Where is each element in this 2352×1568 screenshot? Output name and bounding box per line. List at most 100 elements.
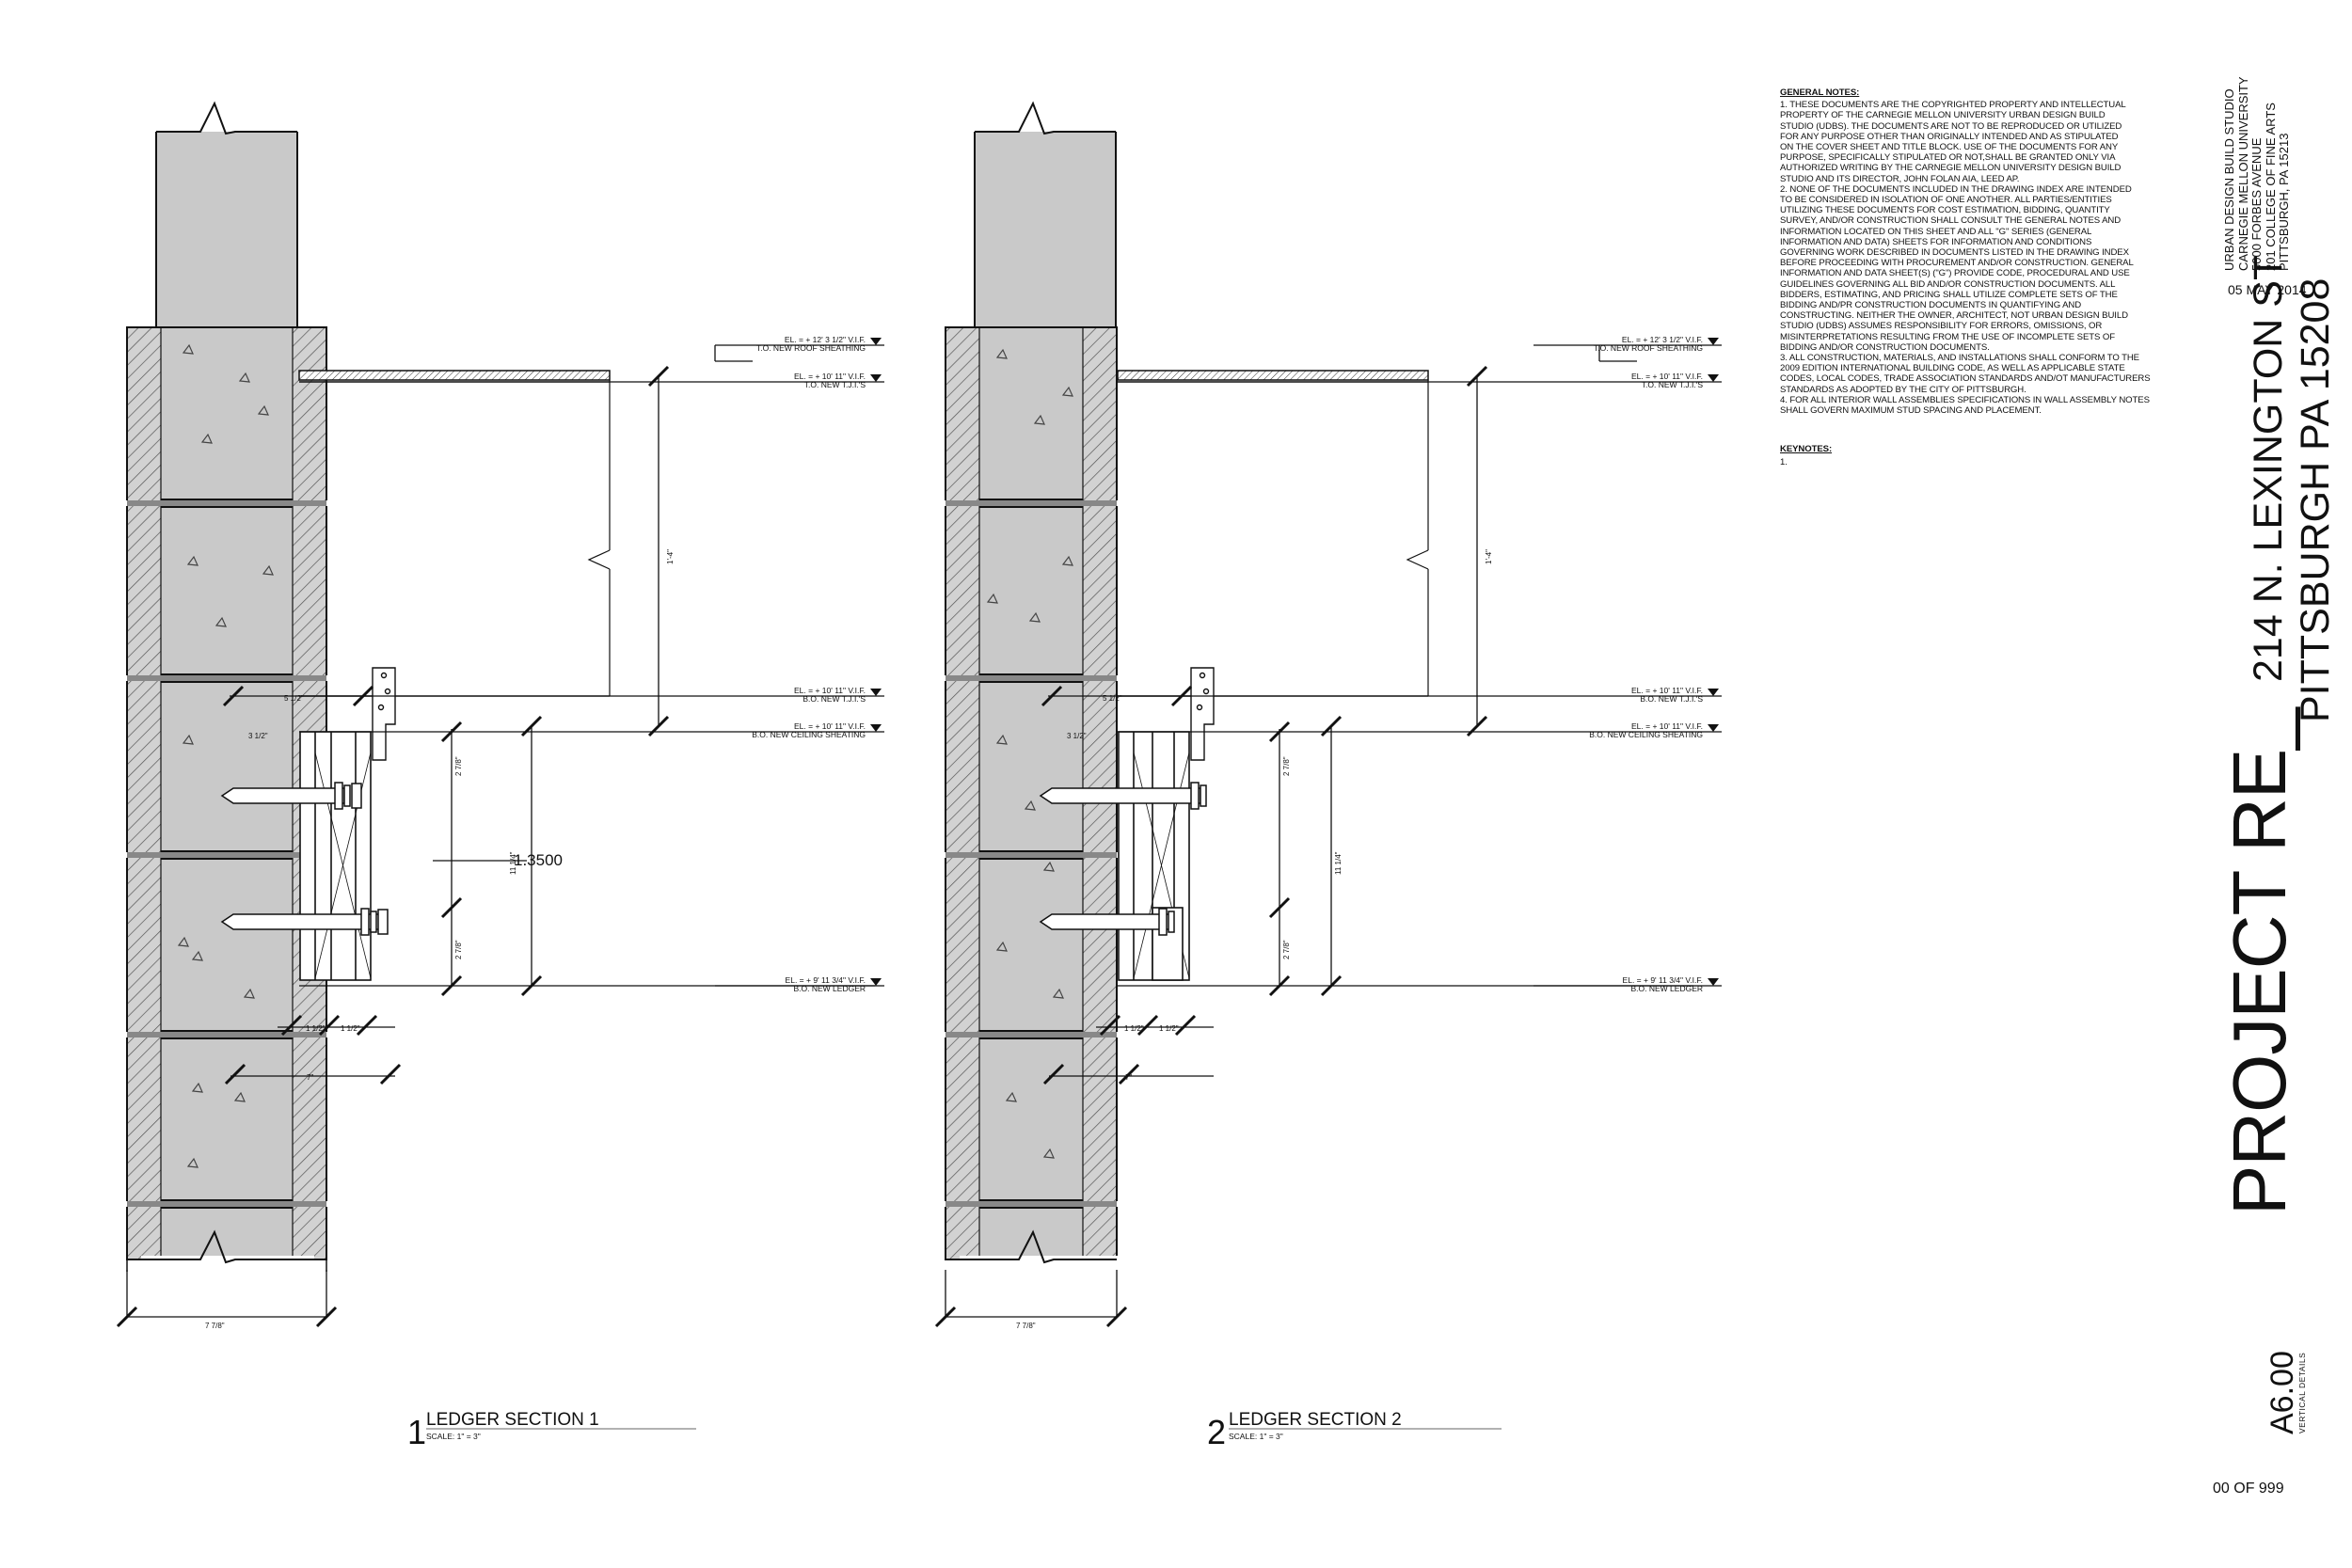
elevation-label: EL. = + 10' 11" V.I.F. (794, 721, 866, 731)
general-note-line: 1. THESE DOCUMENTS ARE THE COPYRIGHTED P… (1780, 100, 2126, 111)
general-note-line: GOVERNING WORK DESCRIBED IN DOCUMENTS LI… (1780, 247, 2129, 259)
dimension-label: 1'-4" (666, 549, 675, 564)
general-note-line: SURVEY, AND/OR CONSTRUCTION SHALL CONSUL… (1780, 215, 2122, 227)
general-note-line: INFORMATION AND DATA) SHEETS FOR INFORMA… (1780, 236, 2092, 247)
elevation-label: T.O. NEW ROOF SHEATHING (756, 343, 866, 353)
dimension-label: 7" (307, 1073, 313, 1082)
section-scale: SCALE: 1" = 3" (426, 1432, 481, 1441)
dimension-label: 7 7/8" (1016, 1322, 1036, 1330)
dimension-label: 1'-4" (1485, 549, 1493, 564)
dimension-label: 1 1/2" (1124, 1024, 1144, 1033)
dimension-label: 2 7/8" (454, 756, 463, 776)
studio-line: 201 COLLEGE OF FINE ARTS (2263, 103, 2278, 271)
joist-hanger (1190, 667, 1215, 761)
dimension-label: 7 7/8" (205, 1322, 225, 1330)
dimension-callout: 1.3500 (514, 851, 563, 869)
elevation-markers (1708, 338, 1719, 986)
dimension-label: 7" (1125, 1073, 1132, 1082)
dimension-label: 2 7/8" (1282, 940, 1291, 959)
general-note-line: INFORMATION AND DATA SHEET(S) ("G") PROV… (1780, 268, 2130, 279)
elevation-label: B.O. NEW T.J.I.'S (803, 694, 866, 704)
section-number: 2 (1207, 1413, 1226, 1451)
cmu-wall (945, 326, 1118, 1260)
general-note-line: BEFORE PROCEEDING WITH PROCUREMENT AND/O… (1780, 258, 2134, 269)
elevation-label: EL. = + 10' 11" V.I.F. (1631, 372, 1703, 381)
ledger-boards (299, 731, 372, 981)
section-1-elevation-labels: EL. = + 12' 3 1/2" V.I.F. T.O. NEW ROOF … (752, 335, 866, 993)
elevation-label: T.O. NEW T.J.I.'S (1642, 380, 1704, 389)
general-note-line: FOR ANY PURPOSE OTHER THAN ORIGINALLY IN… (1780, 131, 2119, 142)
project-address-line2: PITTSBURGH PA 15208 (2293, 277, 2338, 722)
general-note-line: CONSTRUCTING. NEITHER THE OWNER, ARCHITE… (1780, 310, 2128, 322)
general-note-line: BIDDERS, ESTIMATING, AND PRICING SHALL U… (1780, 289, 2118, 300)
general-note-line: STUDIO (UDBS) ASSUMES RESPONSIBILITY FOR… (1780, 321, 2103, 332)
elevation-markers (870, 338, 882, 986)
dimension-label: 2 7/8" (454, 940, 463, 959)
anchor-bolts (220, 782, 389, 936)
elevation-label: EL. = + 10' 11" V.I.F. (794, 686, 866, 695)
general-note-line: PROPERTY OF THE CARNEGIE MELLON UNIVERSI… (1780, 110, 2106, 121)
dimension-label: 2 7/8" (1282, 756, 1291, 776)
general-note-line: GUIDELINES GOVERNING ALL BID AND/OR CONS… (1780, 278, 2116, 290)
elevation-label: B.O. NEW T.J.I.'S (1640, 694, 1703, 704)
section-title: LEDGER SECTION 1 (426, 1410, 599, 1430)
studio-line: PITTSBURGH, PA 15213 (2277, 133, 2291, 271)
general-note-line: ON THE COVER SHEET AND TITLE BLOCK. USE … (1780, 142, 2119, 153)
keynotes-heading: KEYNOTES: (1780, 444, 1833, 455)
studio-line: CARNEGIE MELLON UNIVERSITY (2235, 76, 2250, 271)
ledger-boards (1118, 731, 1190, 981)
elevation-label: B.O. NEW CEILING SHEATING (752, 730, 866, 739)
section-scale: SCALE: 1" = 3" (1229, 1432, 1283, 1441)
dimension-label: 3 1/2" (248, 732, 268, 740)
elevation-label: EL. = + 10' 11" V.I.F. (1631, 686, 1703, 695)
general-note-line: 4. FOR ALL INTERIOR WALL ASSEMBLIES SPEC… (1780, 394, 2150, 405)
ledger-section-1-drawing (116, 101, 884, 1328)
bottom-break (126, 1229, 327, 1284)
dimension-label: 5 1/2" (284, 694, 304, 703)
elevation-label: B.O. NEW LEDGER (793, 984, 866, 993)
general-note-line: CODES, LOCAL CODES, TRADE ASSOCIATION ST… (1780, 373, 2151, 385)
dimension-label: 5 1/2" (1103, 694, 1122, 703)
dimension-label: 11 1/4" (1334, 851, 1343, 875)
issue-date: 05 MAY 2014 (2228, 282, 2307, 297)
studio-line: 5000 FORBES AVENUE (2249, 137, 2264, 271)
section-2-title: 2 LEDGER SECTION 2 SCALE: 1" = 3" (1207, 1410, 1502, 1451)
dimension-label: 11 1/4" (509, 851, 517, 875)
elevation-label: EL. = + 9' 11 3/4" V.I.F. (1623, 975, 1703, 985)
dimension-label: 1 1/2" (341, 1024, 360, 1033)
project-title: PROJECT RE_ (2217, 708, 2301, 1215)
general-note-line: INFORMATION LOCATED ON THIS SHEET AND AL… (1780, 226, 2092, 237)
general-note-line: UTILIZING THESE DOCUMENTS FOR COST ESTIM… (1780, 205, 2110, 216)
ledger-section-2-drawing (934, 101, 1722, 1328)
general-note-line: 2. NONE OF THE DOCUMENTS INCLUDED IN THE… (1780, 183, 2132, 195)
general-note-line: BIDDING AND/OR CONSTRUCTION DOCUMENTS. (1780, 341, 1990, 353)
dimension-label: 1 1/2" (1159, 1024, 1179, 1033)
section-1-title: 1 LEDGER SECTION 1 SCALE: 1" = 3" (407, 1410, 696, 1451)
upper-column (960, 101, 1133, 330)
elevation-label: EL. = + 9' 11 3/4" V.I.F. (786, 975, 866, 985)
general-note-line: STUDIO (UDBS). THE DOCUMENTS ARE NOT TO … (1780, 120, 2122, 132)
dimension-lines (934, 344, 1722, 1328)
general-note-line: STANDARDS AS ADOPTED BY THE CITY OF PITT… (1780, 384, 2026, 395)
elevation-label: EL. = + 10' 11" V.I.F. (1631, 721, 1703, 731)
joist-hanger (372, 667, 396, 761)
general-note-line: 3. ALL CONSTRUCTION, MATERIALS, AND INST… (1780, 353, 2139, 364)
anchor-bolts (1039, 782, 1207, 936)
bottom-break (946, 1229, 1133, 1284)
elevation-label: B.O. NEW CEILING SHEATING (1589, 730, 1703, 739)
section-1-dimension-labels: 7 7/8" 1'-4" 5 1/2" 3 1/2" 2 7/8" 2 7/8"… (205, 549, 675, 1330)
elevation-label: EL. = + 10' 11" V.I.F. (794, 372, 866, 381)
studio-line: URBAN DESIGN BUILD STUDIO (2222, 88, 2236, 271)
elevation-label: T.O. NEW T.J.I.'S (804, 380, 866, 389)
upper-column (141, 101, 314, 330)
general-note-line: PURPOSE, SPECIFICALLY STIPULATED OR NOT,… (1780, 152, 2116, 164)
section-2-dimension-labels: 7 7/8" 1'-4" 5 1/2" 3 1/2" 2 7/8" 2 7/8"… (1016, 549, 1493, 1330)
elevation-label: T.O. NEW ROOF SHEATHING (1594, 343, 1703, 353)
general-notes-heading: GENERAL NOTES: (1780, 87, 1860, 98)
keynote-item: 1. (1780, 456, 1788, 467)
general-note-line: BIDDING AND/PR CONSTRUCTION DOCUMENTS IN… (1780, 300, 2082, 311)
general-note-line: SHALL GOVERN MAXIMUM STUD SPACING AND PL… (1780, 405, 2042, 417)
elevation-label: EL. = + 12' 3 1/2" V.I.F. (1622, 335, 1703, 344)
general-note-line: STUDIO AND ITS DIRECTOR, JOHN FOLAN AIA,… (1780, 173, 2020, 184)
